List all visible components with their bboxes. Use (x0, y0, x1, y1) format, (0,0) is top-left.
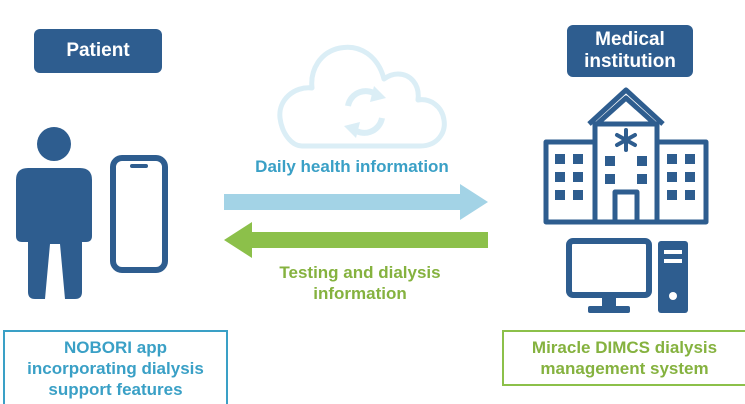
hospital-icon (543, 87, 709, 225)
flow-label-testing-dialysis: Testing and dialysis information (279, 263, 441, 303)
institution-system-description: Miracle DIMCS dialysis management system (502, 330, 745, 386)
patient-label: Patient (34, 29, 162, 73)
patient-app-description: NOBORI app incorporating dialysis suppor… (3, 330, 228, 404)
flow-label-daily-health: Daily health information (255, 157, 449, 176)
arrow-to-patient (224, 222, 488, 258)
arrow-to-institution (224, 184, 488, 220)
cloud-sync-icon (277, 44, 447, 149)
person-icon (16, 127, 92, 299)
smartphone-icon (110, 155, 168, 273)
institution-label: Medical institution (567, 25, 693, 77)
computer-icon (566, 238, 688, 313)
